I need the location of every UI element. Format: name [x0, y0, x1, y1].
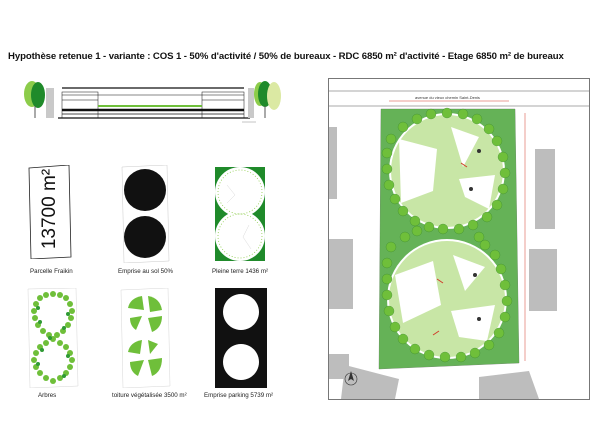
panel-label-emprise: Emprise au sol 50% — [118, 268, 174, 275]
panel-label-arbres: Arbres — [38, 392, 57, 399]
footprint-disc-south — [124, 216, 166, 258]
panel-arbres — [26, 288, 80, 388]
panel-label-parcelle: Parcelle Fraikin — [30, 268, 73, 275]
north-arrow-icon — [344, 371, 358, 386]
panel-label-pleine-terre: Pleine terre 1436 m² — [212, 268, 269, 275]
panel-emprise — [120, 165, 170, 263]
page-title: Hypothèse retenue 1 - variante : COS 1 -… — [8, 51, 564, 62]
elevation-section — [24, 81, 281, 123]
panel-pleine-terre — [213, 165, 267, 263]
panel-label-toiture: toiture végétalisée 3500 m² — [112, 392, 187, 399]
footprint-disc-north — [124, 169, 166, 211]
site-plan: avenue du vieux chemin Saint-Denis — [328, 78, 590, 400]
street-label: avenue du vieux chemin Saint-Denis — [415, 95, 480, 100]
panel-label-parking: Emprise parking 5739 m² — [204, 392, 274, 399]
tree-icon — [24, 81, 45, 118]
tree-icon — [254, 81, 281, 118]
panel-parcelle: 13700 m² — [28, 165, 72, 259]
panel-parking — [213, 288, 269, 388]
parcel-area-value: 13700 m² — [39, 168, 60, 250]
panel-toiture — [118, 288, 172, 388]
